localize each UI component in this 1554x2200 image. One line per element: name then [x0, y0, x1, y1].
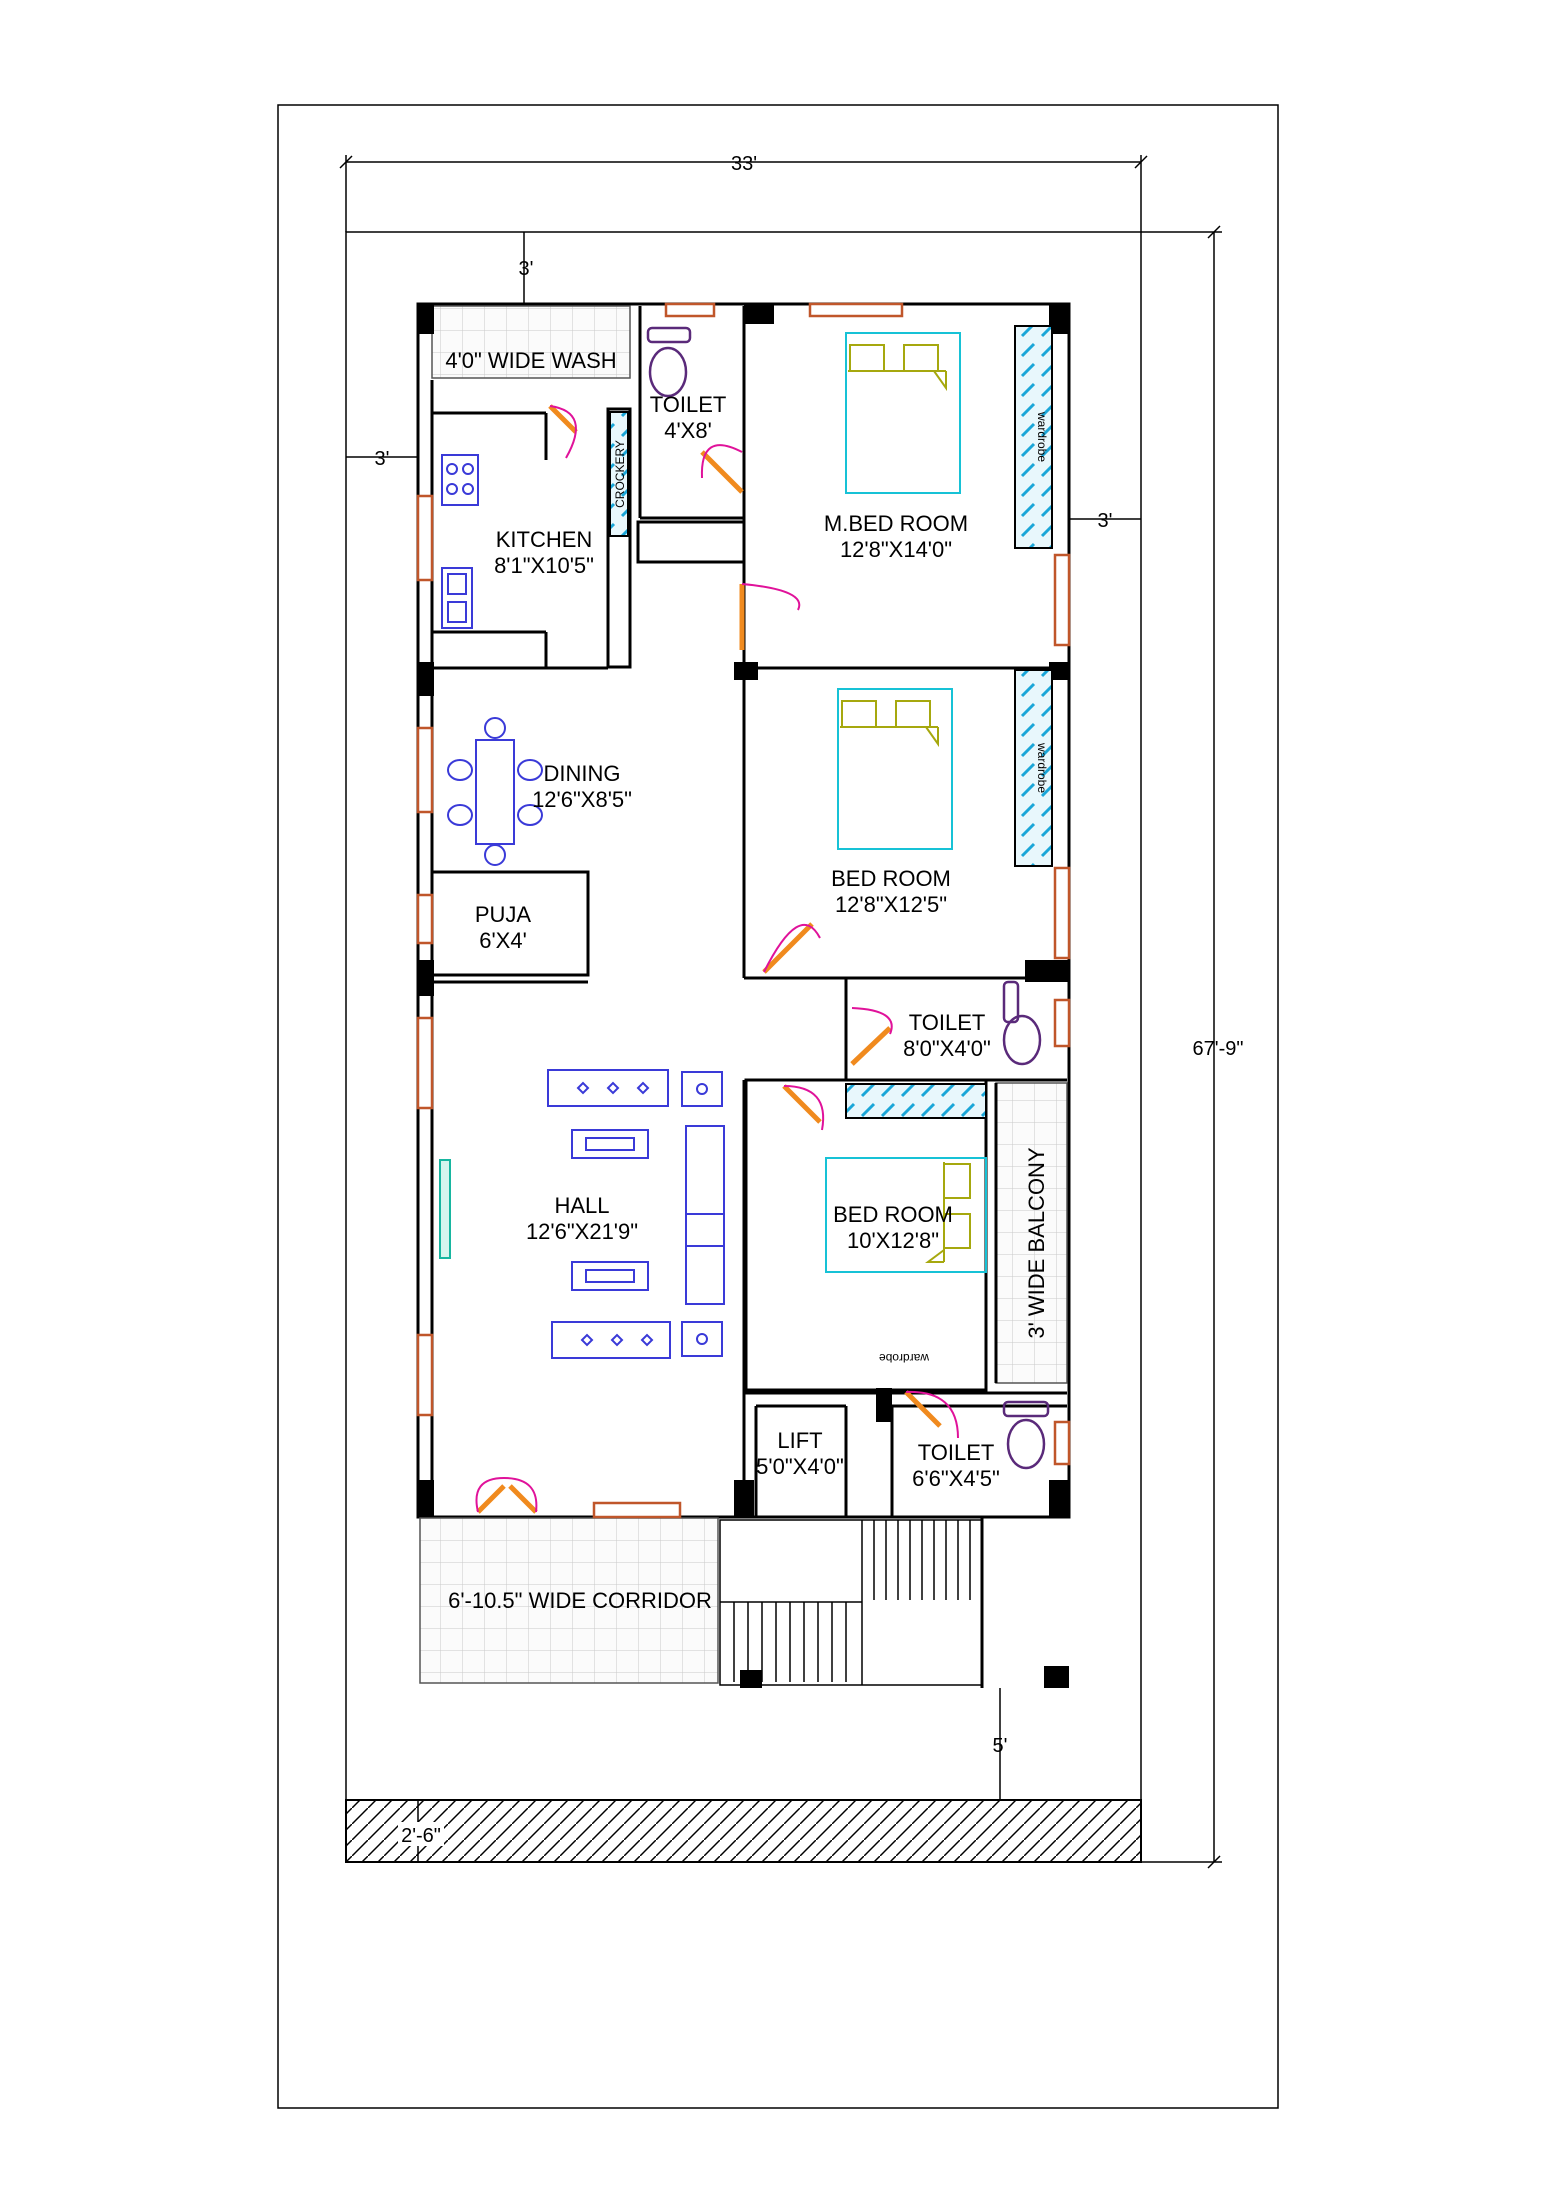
toilet-top-name: TOILET	[650, 392, 727, 417]
svg-text:5': 5'	[993, 1735, 1008, 1757]
wc-bottom	[1002, 1400, 1050, 1470]
wardrobe-bed3	[845, 1083, 987, 1119]
wc-top	[646, 326, 692, 398]
svg-text:3': 3'	[375, 448, 390, 470]
wardrobe-master-label: wardrobe	[1035, 411, 1049, 462]
svg-text:3': 3'	[519, 258, 534, 280]
top-dimension: 33'	[339, 153, 1148, 232]
lift-size: 5'0"X4'0"	[756, 1454, 844, 1479]
dining-table	[447, 717, 543, 866]
kitchen-name: KITCHEN	[496, 527, 593, 552]
balcony-area	[995, 1082, 1068, 1384]
road-width-dim: 2'-6"	[401, 1825, 441, 1847]
bed2-name: BED ROOM	[831, 866, 951, 891]
master-bed-size: 12'8"X14'0"	[840, 537, 952, 562]
staircase	[719, 1519, 983, 1686]
bed-third	[825, 1157, 987, 1273]
toilet-bottom-size: 6'6"X4'5"	[912, 1466, 1000, 1491]
back-setback: 5'	[993, 1688, 1008, 1800]
corridor-area	[419, 1517, 719, 1684]
wardrobe-bed2	[1014, 669, 1053, 867]
road-hatch	[345, 1799, 1142, 1863]
wash-area	[431, 305, 631, 379]
kitchen-size: 8'1"X10'5"	[494, 553, 594, 578]
lift-name: LIFT	[777, 1428, 822, 1453]
wardrobe-master	[1014, 325, 1053, 549]
toilet-mid-size: 8'0"X4'0"	[903, 1036, 991, 1061]
wardrobe-bed2-label: wardrobe	[1035, 742, 1049, 793]
toilet-bottom-name: TOILET	[918, 1440, 995, 1465]
svg-text:3': 3'	[1098, 510, 1113, 532]
puja-size: 6'X4'	[479, 928, 527, 953]
bed3-name: BED ROOM	[833, 1202, 953, 1227]
sink-icon	[441, 567, 473, 629]
hall-furniture	[439, 1069, 725, 1359]
bed3-size: 10'X12'8"	[847, 1228, 939, 1253]
columns	[418, 304, 1069, 1688]
wardrobe-bed3-label: wardrobe	[879, 1351, 930, 1365]
right-setback: 3'	[1069, 510, 1141, 532]
master-bed-name: M.BED ROOM	[824, 511, 968, 536]
wc-mid	[1002, 980, 1042, 1066]
front-setback: 3'	[519, 232, 534, 304]
toilet-mid-name: TOILET	[909, 1010, 986, 1035]
windows	[416, 302, 1071, 1519]
right-dimension: 67'-9"	[1141, 225, 1244, 1869]
crockery-label: CROCKERY	[613, 440, 627, 508]
stove-icon	[441, 454, 479, 506]
room-labels: 4'0" WIDE WASH TOILET 4'X8' M.BED ROOM 1…	[445, 348, 1049, 1613]
sheet-border	[277, 104, 1279, 2109]
bed-master	[845, 332, 961, 494]
top-width-dim: 33'	[731, 153, 757, 175]
dining-size: 12'6"X8'5"	[532, 787, 632, 812]
hall-name: HALL	[554, 1193, 609, 1218]
balcony-label: 3' WIDE BALCONY	[1024, 1147, 1049, 1339]
hall-size: 12'6"X21'9"	[526, 1219, 638, 1244]
bed2-size: 12'8"X12'5"	[835, 892, 947, 917]
crockery-unit	[609, 411, 629, 537]
bed-second	[837, 688, 953, 850]
toilet-top-size: 4'X8'	[664, 418, 712, 443]
dining-name: DINING	[544, 761, 621, 786]
corridor-label: 6'-10.5" WIDE CORRIDOR	[448, 1588, 712, 1613]
right-height-dim: 67'-9"	[1193, 1038, 1244, 1060]
left-setback: 3'	[346, 448, 418, 470]
doors	[475, 404, 959, 1514]
wash-label: 4'0" WIDE WASH	[445, 348, 616, 373]
puja-name: PUJA	[475, 902, 532, 927]
